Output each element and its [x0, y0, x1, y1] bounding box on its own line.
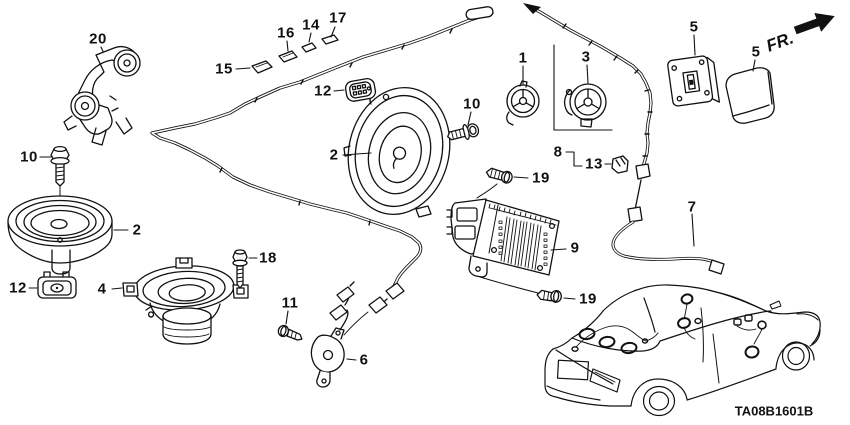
cable-clip-ticks — [219, 23, 653, 226]
speaker-part2-left — [7, 195, 129, 275]
amplifier-part9 — [446, 198, 567, 295]
antenna-module-part5-plate — [667, 34, 721, 107]
clip-part17 — [321, 26, 339, 45]
callout-part-17: 17 — [329, 9, 347, 27]
woofer-part4 — [111, 257, 249, 345]
diagram-code: TA08B1601B — [734, 403, 814, 419]
callout-part-19-upper: 19 — [532, 169, 550, 187]
callout-part-7: 7 — [687, 198, 697, 216]
callout-part-2-right: 2 — [329, 146, 339, 164]
antenna-clip-part13 — [565, 151, 629, 174]
screw-part19-lower — [536, 289, 576, 303]
callout-part-14: 14 — [302, 16, 320, 34]
callout-part-10-right: 10 — [463, 95, 481, 113]
callout-part-12-lower: 12 — [9, 279, 27, 297]
callout-part-2-left: 2 — [132, 221, 142, 239]
callout-part-1: 1 — [518, 49, 528, 67]
callout-part-5-cover: 5 — [751, 43, 761, 61]
antenna-module-part5-cover — [725, 59, 775, 124]
grommet-part12-lower — [28, 271, 77, 299]
connector-part12-upper — [333, 78, 377, 102]
clip-part14 — [301, 32, 317, 53]
tweeter-part1 — [506, 65, 540, 126]
callout-part-13: 13 — [585, 155, 603, 173]
bolt-part10-right — [447, 111, 480, 141]
callout-part-18: 18 — [259, 249, 277, 267]
sub-feeder-cable-part7 — [611, 213, 725, 275]
callout-part-16: 16 — [277, 24, 295, 42]
tweeter-part3 — [553, 44, 613, 131]
callout-part-19-lower: 19 — [579, 290, 597, 308]
callout-part-15: 15 — [215, 60, 233, 78]
clip-part16 — [278, 40, 298, 63]
fr-direction-arrow: FR. — [764, 12, 835, 56]
callout-part-9: 9 — [570, 239, 580, 257]
callout-part-5-plate: 5 — [689, 18, 699, 36]
screw-part19-upper — [476, 167, 529, 199]
callout-part-6: 6 — [359, 351, 369, 369]
speaker-location-dots — [571, 293, 767, 359]
callout-part-8: 8 — [553, 143, 563, 161]
callout-part-10-left: 10 — [20, 148, 38, 166]
antenna-feeder-cable — [150, 3, 653, 336]
callout-part-3: 3 — [581, 48, 591, 66]
clip-part15 — [235, 60, 273, 74]
callout-part-20: 20 — [89, 30, 107, 48]
bolt-part10-left — [39, 145, 70, 241]
bolt-part18 — [232, 249, 258, 289]
callout-part-11: 11 — [281, 294, 299, 312]
screw-part11 — [277, 310, 303, 341]
car-outline — [544, 284, 821, 417]
callout-part-12-upper: 12 — [314, 82, 332, 100]
fr-direction-label: FR. — [764, 28, 796, 55]
bracket-part6 — [310, 281, 357, 388]
callout-part-4: 4 — [97, 280, 107, 298]
tweeter-bracket-part20 — [63, 45, 141, 146]
